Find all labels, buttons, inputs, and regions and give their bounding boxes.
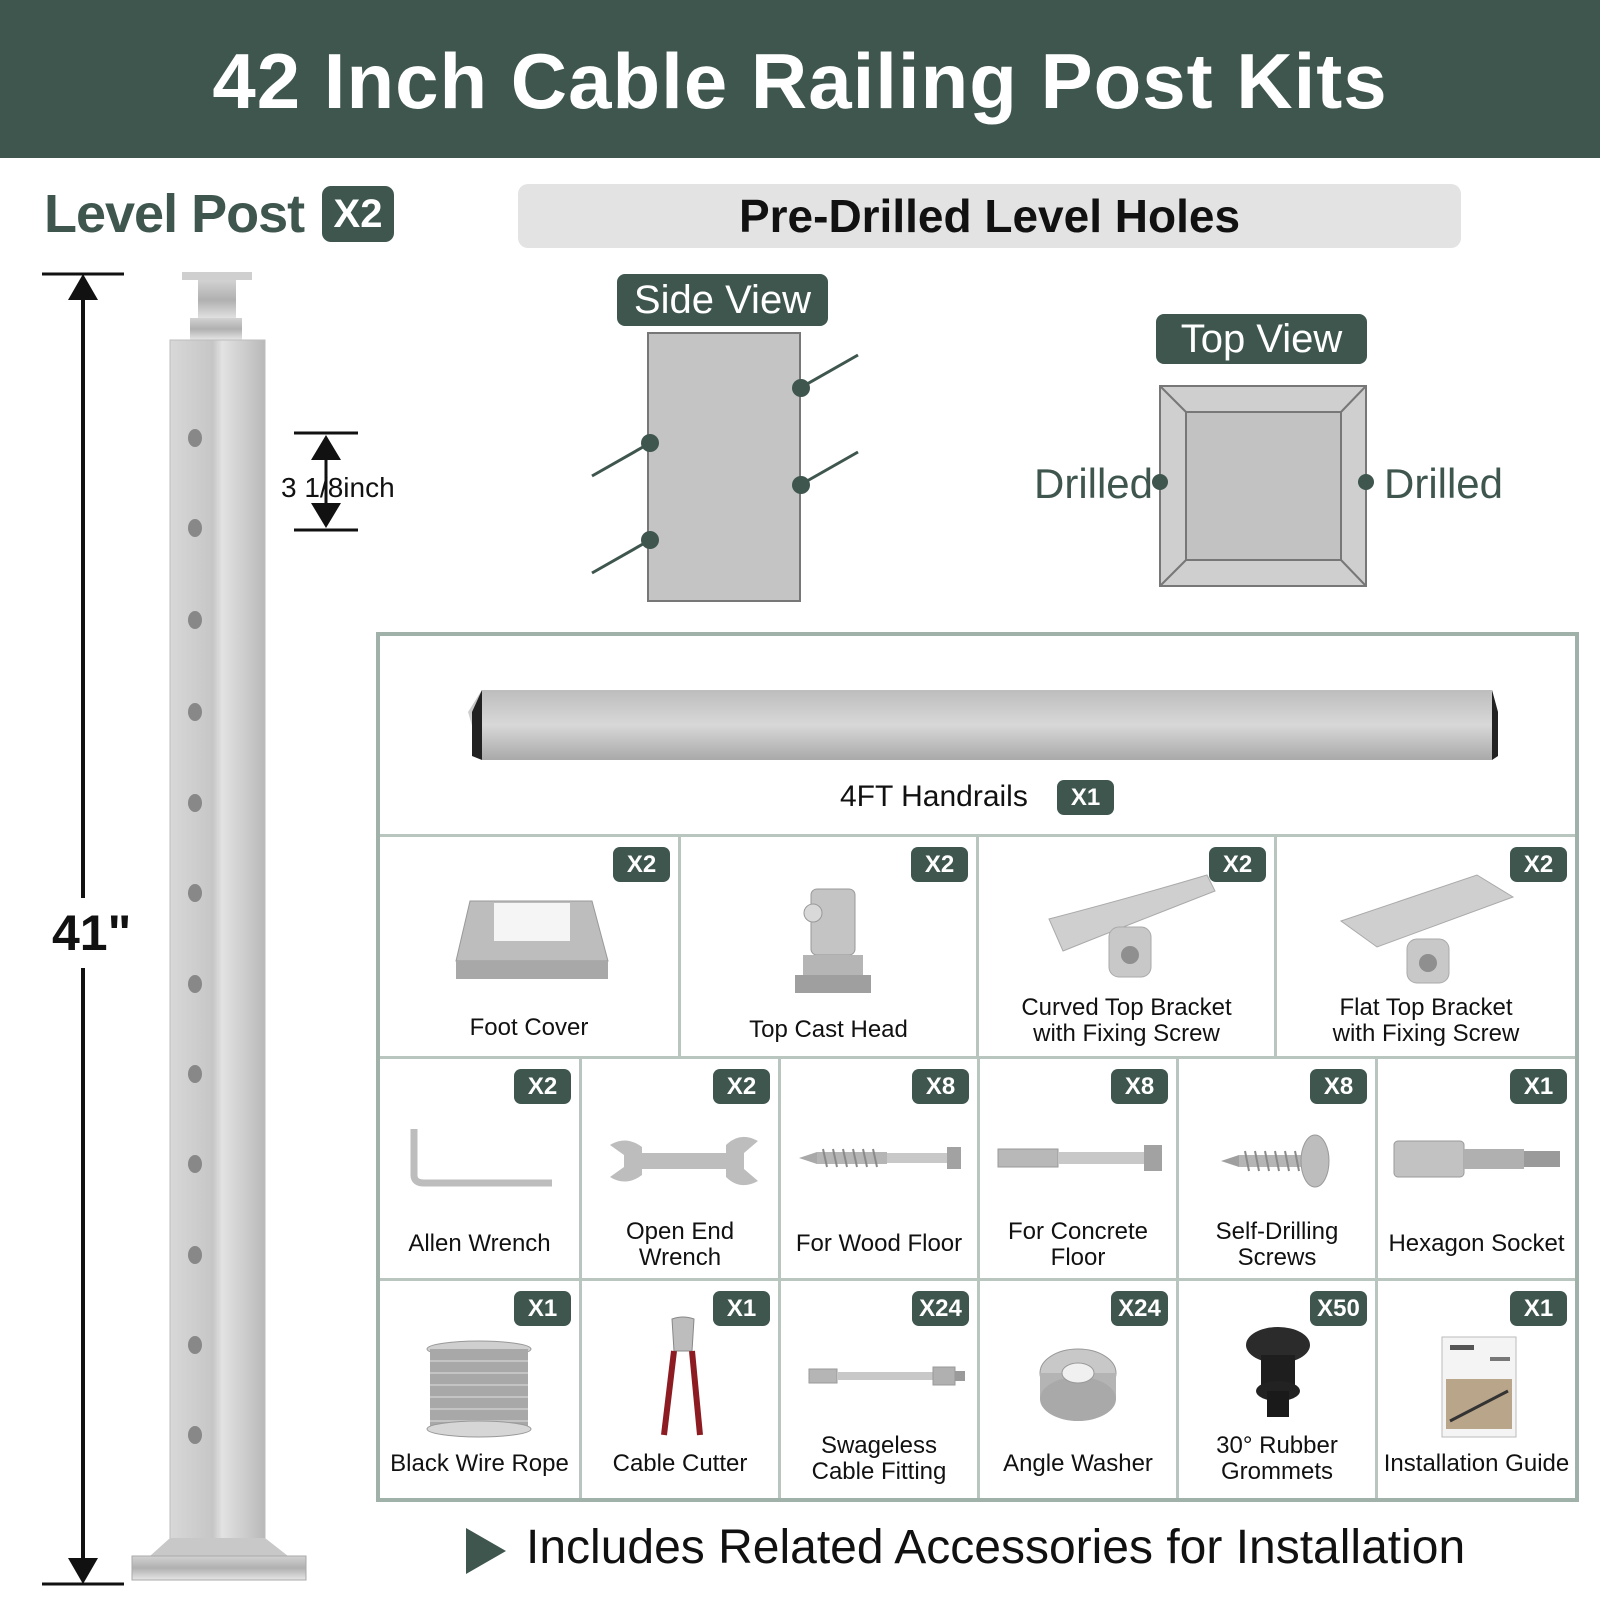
wood-screw-icon [799, 1147, 961, 1169]
item-label: Curved Top Bracket with Fixing Screw [1021, 994, 1232, 1047]
handrail-image [468, 690, 1498, 760]
qty-badge: X1 [1510, 1069, 1567, 1104]
rubber-grommet-icon [1246, 1327, 1310, 1417]
qty-badge: X2 [514, 1069, 571, 1104]
angle-washer-icon [1039, 1348, 1117, 1421]
item-label: Hexagon Socket [1388, 1230, 1565, 1257]
item-label: Angle Washer [1003, 1450, 1153, 1477]
foot-cover-icon [455, 900, 609, 979]
open-end-wrench-icon [610, 1136, 758, 1186]
qty-badge: X8 [912, 1069, 969, 1104]
list-item: X2 Top Cast Head [678, 834, 976, 1056]
list-item: X2 Flat Top Bracket with Fixing Screw [1274, 834, 1575, 1056]
qty-badge: X8 [1310, 1069, 1367, 1104]
qty-badge: X24 [1111, 1291, 1168, 1326]
item-label: Open End Wrench [625, 1218, 735, 1271]
item-label: Foot Cover [469, 1014, 589, 1041]
level-post-qty-badge: X2 [322, 186, 394, 242]
list-item: X1 Cable Cutter [579, 1278, 778, 1498]
item-label: 30° Rubber Grommets [1216, 1432, 1338, 1485]
level-post-image [42, 272, 358, 1586]
wire-rope-icon [426, 1340, 532, 1438]
cable-cutter-icon [661, 1316, 703, 1436]
item-label: Swageless Cable Fitting [811, 1432, 947, 1485]
item-label: Cable Cutter [612, 1450, 748, 1477]
side-view-tag: Side View [617, 274, 828, 326]
list-item: X2 Open End Wrench [579, 1056, 778, 1278]
installation-guide-icon [1441, 1336, 1517, 1438]
cast-head-icon [795, 888, 871, 993]
curved-bracket-icon [1048, 874, 1216, 978]
title-banner: 42 Inch Cable Railing Post Kits [0, 0, 1600, 158]
qty-badge: X1 [1510, 1291, 1567, 1326]
list-item: X1 Black Wire Rope [380, 1278, 579, 1498]
self-drilling-screw-icon [1221, 1134, 1330, 1188]
top-view-diagram [1152, 385, 1374, 587]
qty-badge: X2 [713, 1069, 770, 1104]
qty-badge: X2 [613, 847, 670, 882]
list-item: X1 Installation Guide [1375, 1278, 1575, 1498]
hole-spacing-dimension: 3 1/8inch [281, 472, 395, 503]
item-label: For Concrete Floor [1007, 1218, 1149, 1271]
list-item: X24 Swageless Cable Fitting [778, 1278, 977, 1498]
top-view-tag: Top View [1156, 314, 1367, 364]
play-arrow-icon [466, 1528, 506, 1574]
qty-badge: X2 [911, 847, 968, 882]
list-item: X50 30° Rubber Grommets [1176, 1278, 1375, 1498]
item-label: For Wood Floor [795, 1230, 963, 1257]
qty-badge: X50 [1310, 1291, 1367, 1326]
qty-badge: X2 [1510, 847, 1567, 882]
hex-socket-icon [1393, 1140, 1560, 1178]
list-item: X1 Hexagon Socket [1375, 1056, 1575, 1278]
allen-wrench-icon [410, 1129, 552, 1187]
qty-badge: X1 [514, 1291, 571, 1326]
flat-bracket-icon [1339, 874, 1515, 984]
predrilled-header: Pre-Drilled Level Holes [518, 184, 1461, 248]
handrail-label: 4FT Handrails [840, 780, 1028, 813]
list-item: X8 Self-Drilling Screws [1176, 1056, 1375, 1278]
qty-badge: X1 [713, 1291, 770, 1326]
list-item: X8 For Concrete Floor [977, 1056, 1176, 1278]
qty-badge: X8 [1111, 1069, 1168, 1104]
level-post-title: Level Post [44, 184, 305, 244]
qty-badge: X2 [1209, 847, 1266, 882]
cable-fitting-icon [808, 1366, 965, 1386]
item-label: Self-Drilling Screws [1215, 1218, 1339, 1271]
side-view-diagram [591, 332, 859, 602]
item-label: Allen Wrench [408, 1230, 551, 1257]
list-item: X24 Angle Washer [977, 1278, 1176, 1498]
item-label: Installation Guide [1383, 1450, 1570, 1477]
list-item: X8 For Wood Floor [778, 1056, 977, 1278]
list-item: X2 Allen Wrench [380, 1056, 579, 1278]
list-item: X2 Curved Top Bracket with Fixing Screw [976, 834, 1274, 1056]
item-label: Top Cast Head [749, 1016, 908, 1043]
handrail-qty-badge: X1 [1057, 780, 1114, 815]
drilled-right-label: Drilled [1384, 460, 1504, 507]
item-label: Flat Top Bracket with Fixing Screw [1332, 994, 1520, 1047]
footer-note: Includes Related Accessories for Install… [526, 1521, 1466, 1574]
drilled-left-label: Drilled [1034, 460, 1154, 507]
post-holes [188, 429, 202, 1444]
page-title: 42 Inch Cable Railing Post Kits [212, 37, 1388, 125]
item-label: Black Wire Rope [390, 1450, 569, 1477]
qty-badge: X24 [912, 1291, 969, 1326]
post-height-dimension: 41" [52, 898, 132, 968]
concrete-anchor-icon [997, 1145, 1162, 1171]
list-item: X2 Foot Cover [380, 834, 678, 1056]
